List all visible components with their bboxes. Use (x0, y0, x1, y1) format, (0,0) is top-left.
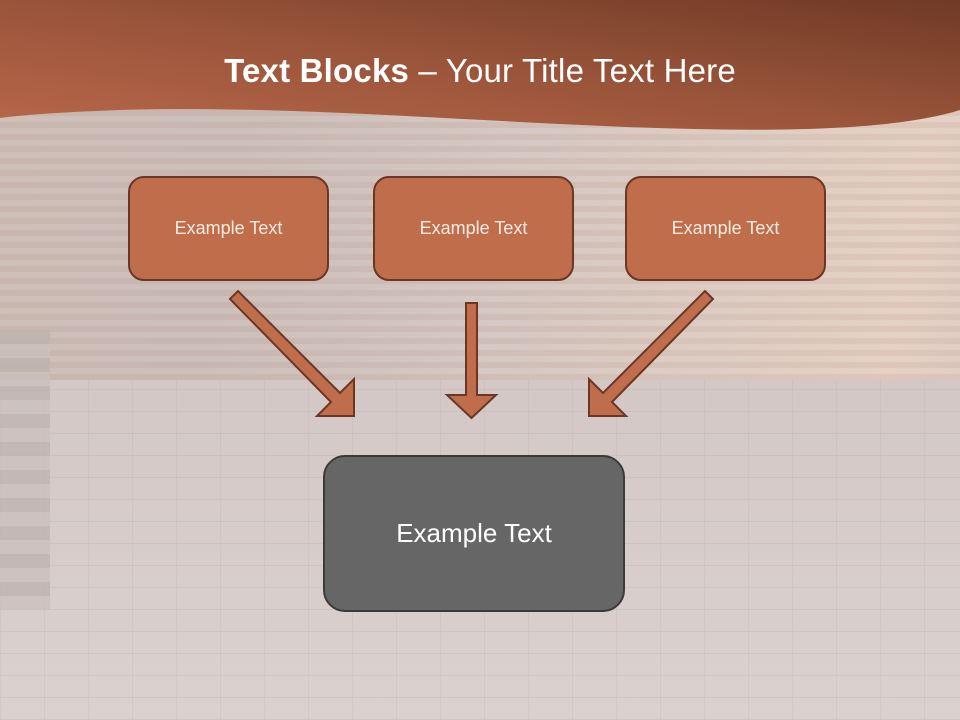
page-title: Text Blocks – Your Title Text Here (0, 52, 960, 90)
title-separator: – (409, 52, 446, 89)
title-bold: Text Blocks (224, 52, 410, 89)
header-banner (0, 0, 960, 130)
title-regular: Your Title Text Here (445, 52, 736, 89)
main-text-block-label: Example Text (396, 518, 552, 548)
text-block-3-label: Example Text (671, 218, 780, 238)
text-block-3[interactable]: Example Text (625, 176, 826, 281)
text-block-1[interactable]: Example Text (128, 176, 329, 281)
text-block-2[interactable]: Example Text (373, 176, 574, 281)
arrow-down-left-icon (588, 289, 715, 417)
text-block-2-label: Example Text (419, 218, 528, 238)
background-stone-pillar (0, 330, 50, 610)
arrow-down-icon (444, 302, 499, 420)
arrow-down-right-icon (228, 289, 355, 417)
main-text-block[interactable]: Example Text (323, 455, 625, 612)
text-block-1-label: Example Text (174, 218, 283, 238)
